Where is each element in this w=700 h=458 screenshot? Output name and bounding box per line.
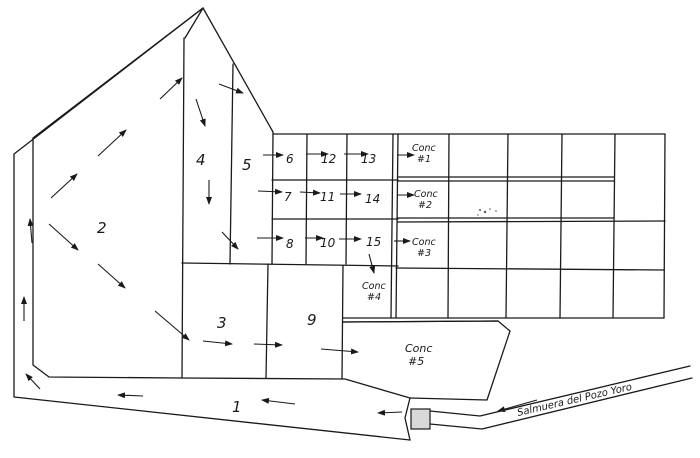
pond-label-6: 6 — [286, 152, 294, 166]
pond-label-13: 13 — [361, 152, 376, 166]
inlet-box — [410, 408, 431, 430]
pond-label-9: 9 — [307, 311, 317, 329]
conc-2-label: Conc — [414, 189, 438, 200]
conc-3-number: #3 — [417, 248, 431, 259]
conc-4-number: #4 — [367, 292, 381, 303]
pond-4-5-boundary — [181, 63, 399, 267]
pond-label-7: 7 — [284, 190, 292, 204]
conc-1-label: Conc — [412, 143, 436, 154]
pond-1-channel — [13, 7, 411, 441]
pond-label-11: 11 — [320, 190, 335, 204]
conc-4-label: Conc — [362, 281, 386, 292]
pond-3-9-boundary — [265, 263, 344, 380]
pond-label-5: 5 — [242, 156, 252, 174]
pond-label-8: 8 — [286, 237, 294, 251]
pond-label-1: 1 — [232, 398, 242, 416]
conc-1-number: #1 — [417, 154, 431, 165]
inlet-channel — [404, 365, 693, 441]
pond-label-12: 12 — [321, 152, 336, 166]
pond-label-4: 4 — [196, 151, 206, 169]
conc-3-label: Conc — [412, 237, 436, 248]
pond-label-15: 15 — [366, 235, 381, 249]
pond-label-3: 3 — [217, 314, 227, 332]
conc-5-number: #5 — [408, 355, 424, 368]
ink-smudge — [477, 208, 497, 216]
conc-5-label: Conc — [405, 342, 432, 355]
pond-2-boundary — [32, 7, 274, 379]
pond-label-14: 14 — [365, 192, 380, 206]
pond-grid-6-15 — [271, 133, 666, 319]
pond-label-10: 10 — [320, 236, 336, 250]
pond-label-2: 2 — [97, 219, 107, 237]
conc-2-number: #2 — [418, 200, 432, 211]
conc-5-boundary — [342, 320, 511, 401]
flow-arrows — [21, 77, 538, 416]
